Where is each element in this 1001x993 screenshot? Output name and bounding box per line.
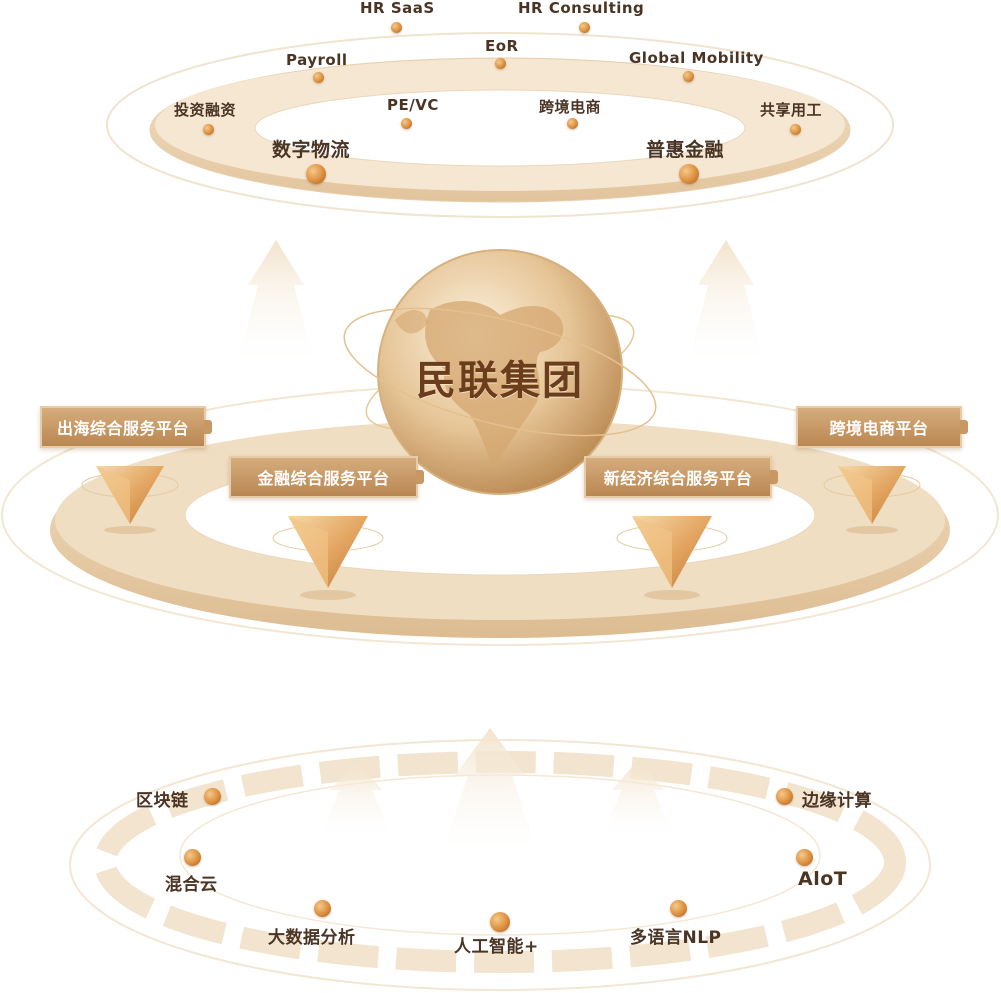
group-title: 民联集团 xyxy=(416,358,584,404)
dot-blockchain xyxy=(204,788,221,805)
gem-4 xyxy=(823,466,921,534)
label-edge-computing: 边缘计算 xyxy=(802,791,872,811)
dot-multilingual-nlp xyxy=(670,900,687,917)
gem-1 xyxy=(81,466,179,534)
label-eor: EoR xyxy=(485,37,519,55)
label-aiot: AloT xyxy=(798,868,848,890)
label-payroll: Payroll xyxy=(286,51,348,69)
label-global-mobility: Global Mobility xyxy=(629,49,764,67)
label-big-data-analysis: 大数据分析 xyxy=(268,928,356,948)
dot-aiot xyxy=(796,849,813,866)
dot-ai-plus xyxy=(490,912,510,932)
dot-investment-financing xyxy=(203,124,214,135)
platform-tag-financial-service: 金融综合服务平台 xyxy=(229,456,424,498)
label-inclusive-finance: 普惠金融 xyxy=(646,139,725,161)
upward-arrows-bottom xyxy=(318,728,676,860)
dot-cross-border-ecommerce xyxy=(567,118,578,129)
label-digital-logistics: 数字物流 xyxy=(272,139,351,161)
label-hybrid-cloud: 混合云 xyxy=(165,875,218,895)
label-blockchain: 区块链 xyxy=(136,791,189,811)
label-multilingual-nlp: 多语言NLP xyxy=(630,928,722,948)
dot-edge-computing xyxy=(776,788,793,805)
label-hr-saas: HR SaaS xyxy=(360,0,435,17)
dot-shared-employment xyxy=(790,124,801,135)
dot-eor xyxy=(495,58,506,69)
dot-digital-logistics xyxy=(306,164,326,184)
platform-tag-overseas-service: 出海综合服务平台 xyxy=(40,406,212,448)
label-hr-consulting: HR Consulting xyxy=(518,0,645,17)
platform-tag-cross-border-ecommerce: 跨境电商平台 xyxy=(796,406,968,448)
dot-hr-saas xyxy=(391,22,402,33)
label-ai-plus: 人工智能+ xyxy=(454,937,539,957)
dot-big-data-analysis xyxy=(314,900,331,917)
top-ring xyxy=(106,32,894,218)
upward-arrows-top xyxy=(236,240,766,370)
label-investment-financing: 投资融资 xyxy=(174,101,237,119)
label-shared-employment: 共享用工 xyxy=(760,101,823,119)
dot-payroll xyxy=(313,72,324,83)
gem-2 xyxy=(272,516,384,600)
gem-3 xyxy=(616,516,728,600)
dot-hybrid-cloud xyxy=(184,849,201,866)
dot-hr-consulting xyxy=(579,22,590,33)
globe xyxy=(343,249,657,495)
dot-inclusive-finance xyxy=(679,164,699,184)
dot-global-mobility xyxy=(683,71,694,82)
dot-pe-vc xyxy=(401,118,412,129)
platform-tag-new-economy-service: 新经济综合服务平台 xyxy=(584,456,778,498)
label-cross-border-ecommerce: 跨境电商 xyxy=(539,98,602,116)
label-pe-vc: PE/VC xyxy=(387,96,439,114)
